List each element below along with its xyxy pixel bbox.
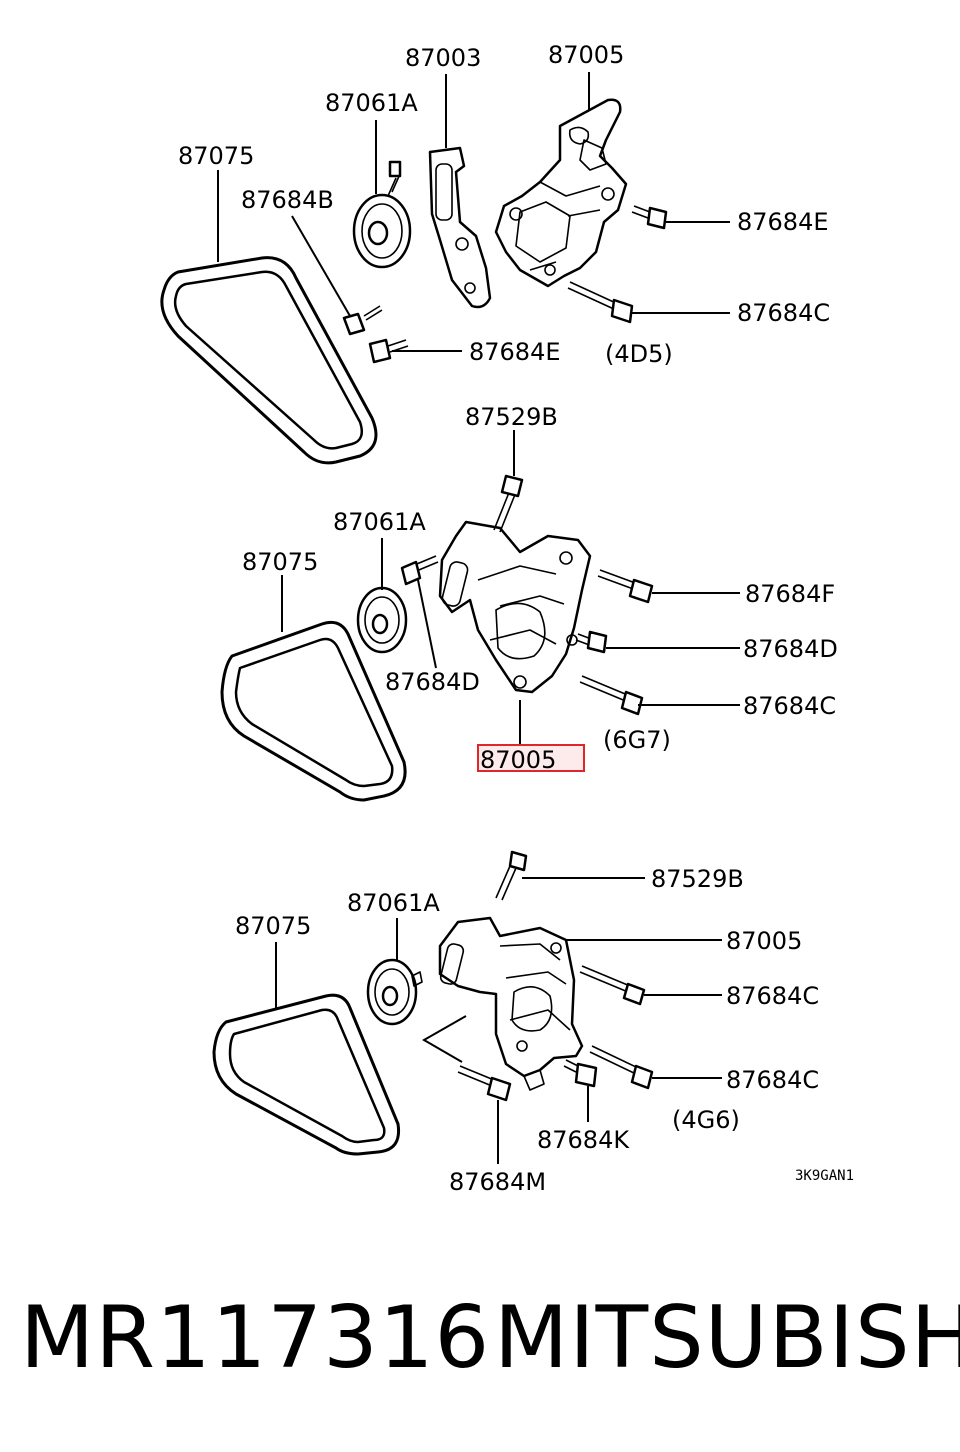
idler-pulley [366,958,423,1026]
highlighted-part-box [477,744,585,772]
tensioner-bracket [494,98,628,288]
bolt-87684e-upper [631,205,668,230]
label-bolt-bottom-2: 87684M [449,1168,546,1196]
bolt-87684d-idler [400,555,439,586]
variant-label: (4G6) [672,1106,740,1134]
label-idler: 87061A [347,889,440,917]
label-bracket-highlighted: 87005 [480,746,556,774]
drive-belt [212,993,401,1156]
section-4g6: 87075 87061A 87529B 87005 87684C 87684C … [212,850,819,1196]
idler-pulley [356,586,408,654]
label-belt: 87075 [242,548,318,576]
bolt-87529b [495,850,528,901]
variant-label: (6G7) [603,726,671,754]
label-bolt-right-2: 87684C [726,1066,819,1094]
label-idler: 87061A [325,89,418,117]
leader-lines-4g6 [275,877,722,1164]
drive-belt [160,256,378,465]
section-6g7: 87075 87061A 87684D 87529B 87684F 87684D… [220,403,838,802]
tensioner-bracket [438,916,584,1091]
bolt-87684c [579,675,644,716]
label-adjuster: 87003 [405,44,481,72]
label-bolt-right-1: 87684C [726,982,819,1010]
bolt-87684c-lower [589,1045,654,1090]
bolt-87684k [563,1059,598,1088]
label-belt: 87075 [178,142,254,170]
label-bracket-bolt-top: 87529B [465,403,558,431]
brand-name: MITSUBISHI [494,1288,960,1388]
idler-pulley [352,160,412,269]
label-bolt-right-3: 87684C [743,692,836,720]
label-bolt-bottom-1: 87684K [537,1126,630,1154]
belt-adjuster [428,146,492,309]
bolt-87684d [575,630,608,654]
bolt-87684b [342,305,383,336]
drive-belt [220,620,407,802]
bolt-87684c [567,281,634,324]
part-number: MR117316 [20,1288,491,1388]
drawing-code: 3K9GAN1 [795,1168,854,1184]
tensioner-bracket [438,520,592,694]
label-bolt-upper-right: 87684E [737,208,829,236]
label-idler: 87061A [333,508,426,536]
bolt-87684m [457,1065,512,1102]
bolt-87684c-upper [579,965,646,1006]
section-4d5: 87075 87684B 87061A 87003 87005 87684E 8… [160,41,830,465]
variant-label: (4D5) [605,340,673,368]
label-bolt-right-1: 87684F [745,580,835,608]
leader-lines-4d5 [217,72,730,352]
label-bolt-right-2: 87684D [743,635,838,663]
label-bolt-right: 87684C [737,299,830,327]
label-bolt-lower-left: 87684E [469,338,561,366]
label-idler-bolt: 87684D [385,668,480,696]
footer: MR117316 MITSUBISHI [0,1288,960,1398]
leader-lines-6g7 [281,430,740,746]
label-bracket: 87005 [548,41,624,69]
label-bracket: 87005 [726,927,802,955]
bolt-87529b [493,474,524,533]
label-idler-bolt: 87684B [241,186,334,214]
bolt-87684f [597,569,654,604]
label-belt: 87075 [235,912,311,940]
label-bracket-bolt-top: 87529B [651,865,744,893]
